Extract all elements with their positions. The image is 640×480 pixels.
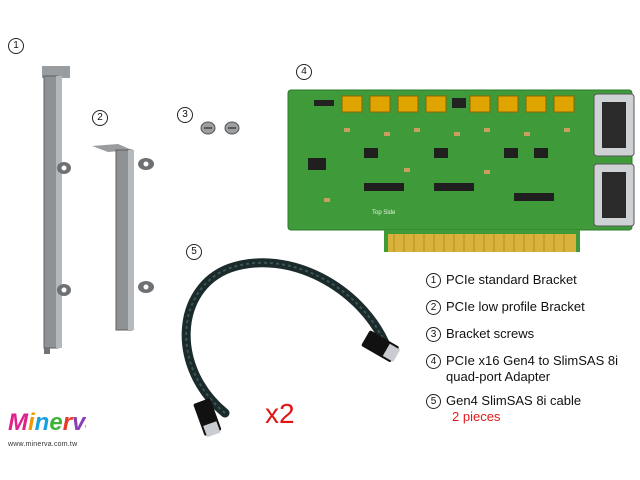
legend-item: 3 Bracket screws [426,326,636,353]
legend-item: 4 PCIe x16 Gen4 to SlimSAS 8i quad-port … [426,353,636,393]
slimsas-cable [181,258,401,438]
bracket-screws [200,121,240,135]
marker-5: 5 [186,244,202,260]
legend-text: PCIe low profile Bracket [446,299,585,314]
legend-number: 2 [426,300,441,315]
board-label: Top Side [372,210,396,216]
legend-number: 1 [426,273,441,288]
marker-1: 1 [8,38,24,54]
legend-text: PCIe x16 Gen4 to SlimSAS 8i quad-port Ad… [446,353,618,384]
legend-item: 1 PCIe standard Bracket [426,272,636,299]
legend-text: PCIe standard Bracket [446,272,577,287]
low-profile-bracket [92,144,154,331]
legend-item: 5 Gen4 SlimSAS 8i cable 2 pieces [426,393,636,433]
legend-text: Bracket screws [446,326,535,341]
legend-number: 4 [426,354,441,369]
legend-text: Gen4 SlimSAS 8i cable [446,393,582,408]
marker-2: 2 [92,110,108,126]
legend-number: 5 [426,394,441,409]
legend-text-wrap: Gen4 SlimSAS 8i cable 2 pieces [446,393,581,425]
minerva-logo: Minerva [8,409,86,436]
logo-url: www.minerva.com.tw [8,441,78,448]
quantity-label: x2 [265,398,295,429]
legend-note: 2 pieces [452,409,501,424]
legend: 1 PCIe standard Bracket 2 PCIe low profi… [426,272,636,433]
legend-item: 2 PCIe low profile Bracket [426,299,636,326]
svg-text:Minerva: Minerva [8,409,86,436]
adapter-board: Top Side [287,89,635,252]
marker-3: 3 [177,107,193,123]
marker-4: 4 [296,64,312,80]
legend-number: 3 [426,327,441,342]
standard-bracket [42,66,71,354]
